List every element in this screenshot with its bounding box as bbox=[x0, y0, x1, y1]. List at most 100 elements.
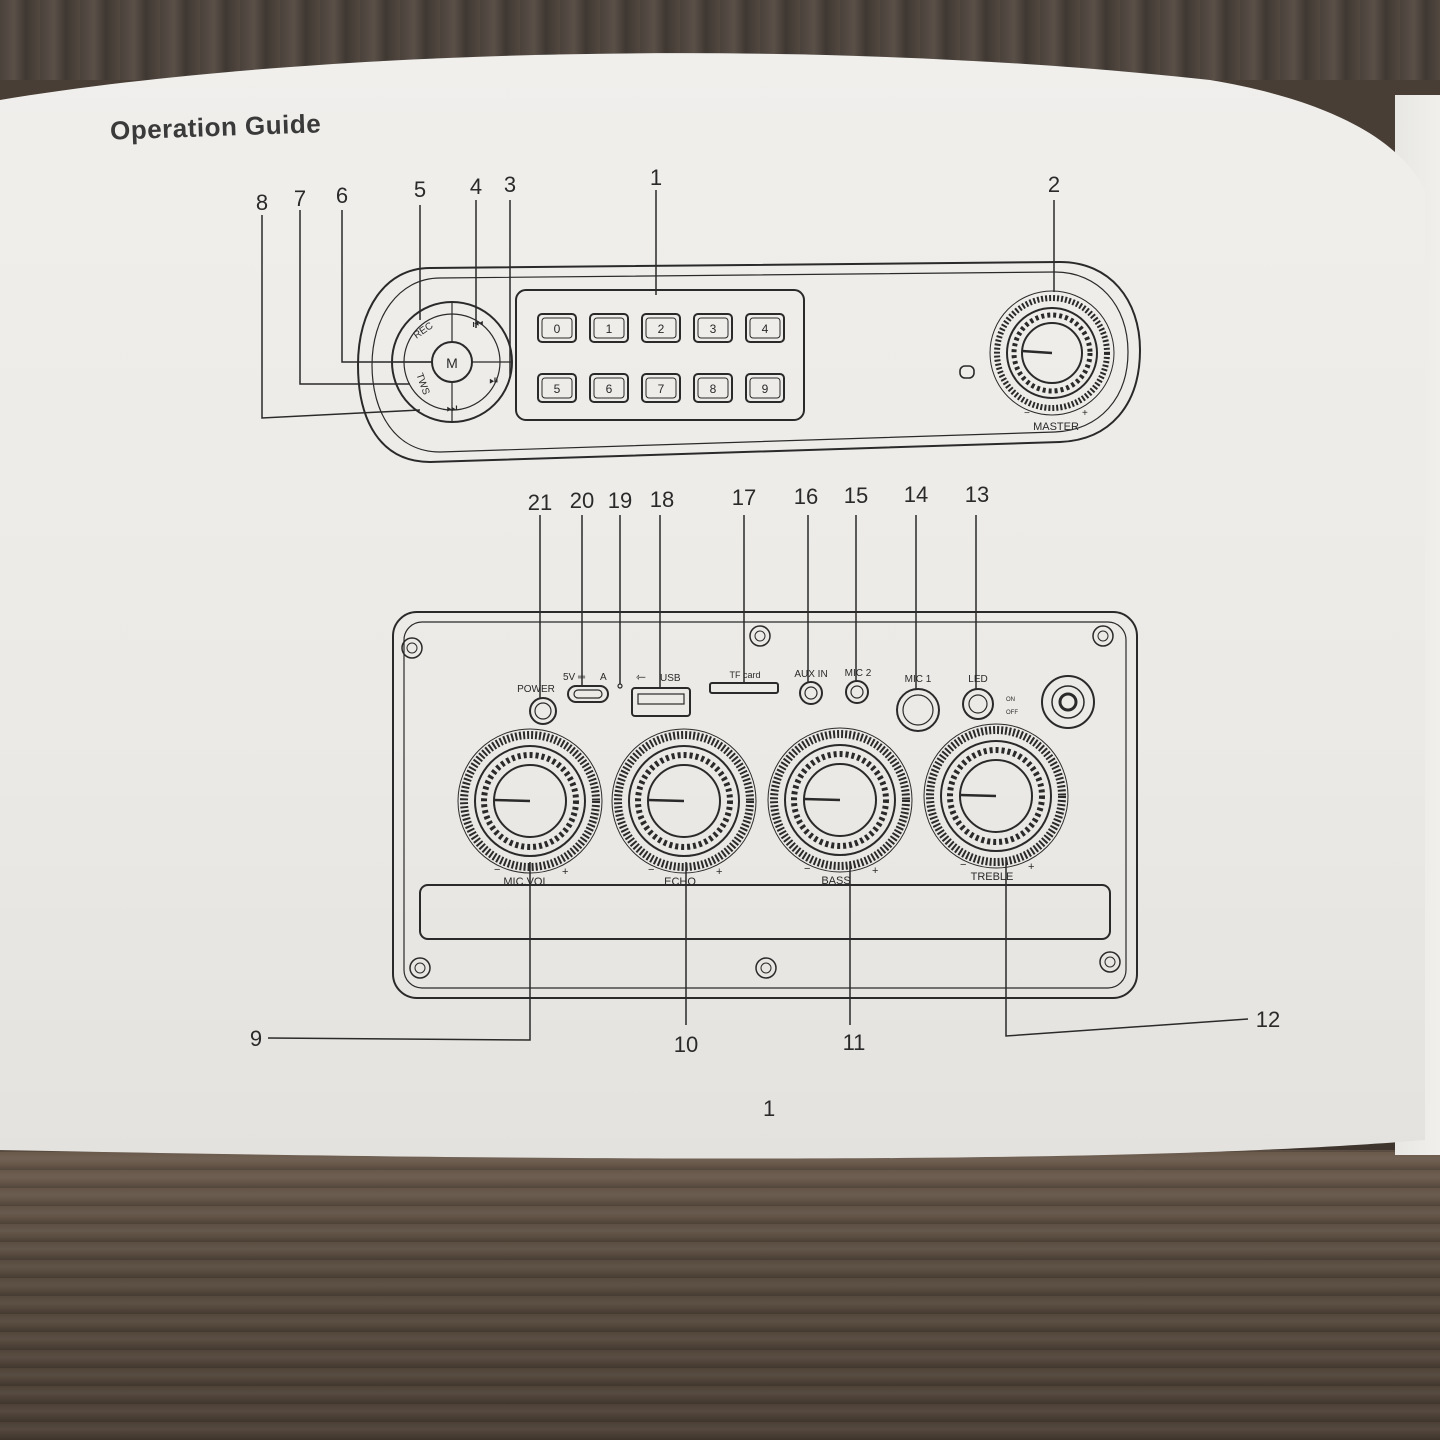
led-label: LED bbox=[968, 674, 987, 685]
number-key-label: 2 bbox=[658, 322, 665, 336]
callout-21: 21 bbox=[528, 490, 552, 515]
screw-icon bbox=[1092, 625, 1114, 647]
dc-label: 5V bbox=[563, 672, 576, 683]
callout-3: 3 bbox=[504, 172, 516, 197]
callout-13: 13 bbox=[965, 482, 989, 507]
aux-in-jack bbox=[799, 681, 823, 705]
callout-14: 14 bbox=[904, 482, 928, 507]
number-key-8 bbox=[693, 373, 733, 403]
callout-6: 6 bbox=[336, 183, 348, 208]
master-minus-label: − bbox=[1024, 408, 1030, 419]
wood-background-bottom bbox=[0, 1150, 1440, 1440]
callout-7: 7 bbox=[294, 186, 306, 211]
number-key-label: 0 bbox=[554, 322, 561, 336]
previous-track-icon: ⏮ bbox=[473, 317, 484, 331]
number-keys-row1: 0 1 2 3 4 bbox=[537, 313, 785, 343]
mic2-label: MIC 2 bbox=[845, 668, 872, 679]
callout-16: 16 bbox=[794, 484, 818, 509]
callout-9: 9 bbox=[250, 1026, 262, 1051]
power-label: POWER bbox=[517, 684, 555, 695]
knob-minus-label: − bbox=[960, 859, 966, 871]
number-key-label: 3 bbox=[710, 322, 717, 336]
screw-icon bbox=[755, 957, 777, 979]
antenna-connector bbox=[1041, 675, 1095, 729]
next-track-icon: ⏭ bbox=[447, 401, 458, 415]
number-keys-row2: 5 6 7 8 9 bbox=[537, 373, 785, 403]
knob-plus-label: + bbox=[1028, 861, 1034, 873]
callout-10: 10 bbox=[674, 1032, 698, 1057]
number-key-4 bbox=[745, 313, 785, 343]
usb-c-port bbox=[567, 685, 609, 703]
usb-label: USB bbox=[660, 673, 681, 684]
callout-12: 12 bbox=[1256, 1007, 1280, 1032]
number-key-5 bbox=[537, 373, 577, 403]
usb-port bbox=[631, 687, 691, 717]
mode-button-label: M bbox=[446, 355, 458, 371]
knob-label: MIC.VOL bbox=[503, 876, 548, 888]
number-key-label: 6 bbox=[606, 382, 613, 396]
tf-card-label: TF card bbox=[729, 670, 760, 680]
top-callout-leaders bbox=[261, 190, 1055, 419]
knob-minus-label: − bbox=[494, 864, 500, 876]
charge-indicator bbox=[617, 683, 623, 689]
led-off-label: OFF bbox=[1006, 710, 1018, 716]
callout-17: 17 bbox=[732, 485, 756, 510]
number-key-2 bbox=[641, 313, 681, 343]
number-key-7 bbox=[641, 373, 681, 403]
screw-icon bbox=[401, 637, 423, 659]
callout-18: 18 bbox=[650, 487, 674, 512]
rear-ports bbox=[529, 675, 1095, 732]
rear-knobs: MIC.VOL−+ECHO−+BASS−+TREBLE−+ bbox=[457, 723, 1069, 888]
callout-2: 2 bbox=[1048, 172, 1060, 197]
number-key-6 bbox=[589, 373, 629, 403]
rec-button-label: REC bbox=[412, 320, 436, 341]
rear-callout-leaders bbox=[267, 515, 1249, 1041]
manual-page bbox=[0, 40, 1430, 1170]
number-key-label: 8 bbox=[710, 382, 717, 396]
callout-19: 19 bbox=[608, 488, 632, 513]
number-key-label: 9 bbox=[762, 382, 769, 396]
screw-icon bbox=[1099, 951, 1121, 973]
callout-11: 11 bbox=[843, 1030, 866, 1055]
callout-1: 1 bbox=[650, 165, 662, 190]
knob-minus-label: − bbox=[804, 863, 810, 875]
master-volume-knob bbox=[989, 290, 1115, 416]
master-knob-label: MASTER bbox=[1033, 421, 1079, 433]
knob-bass bbox=[767, 727, 913, 873]
mic1-label: MIC 1 bbox=[905, 674, 932, 685]
panel-screws bbox=[401, 625, 1121, 979]
rear-panel-frame bbox=[392, 611, 1138, 999]
knob-plus-label: + bbox=[716, 866, 722, 878]
top-control-panel bbox=[356, 260, 1142, 464]
callout-5: 5 bbox=[414, 177, 426, 202]
mic1-jack bbox=[896, 688, 940, 732]
number-key-label: 7 bbox=[658, 382, 665, 396]
status-indicator-light bbox=[959, 365, 975, 379]
number-keypad-frame bbox=[515, 289, 805, 421]
screw-icon bbox=[749, 625, 771, 647]
number-key-label: 1 bbox=[606, 322, 613, 336]
number-key-0 bbox=[537, 313, 577, 343]
page-number: 1 bbox=[763, 1096, 776, 1121]
number-key-9 bbox=[745, 373, 785, 403]
callout-8: 8 bbox=[256, 190, 268, 215]
power-button bbox=[529, 697, 557, 725]
knob-plus-label: + bbox=[872, 865, 878, 877]
knob-treble bbox=[923, 723, 1069, 869]
knob-minus-label: − bbox=[648, 864, 654, 876]
knob-plus-label: + bbox=[562, 866, 568, 878]
number-key-label: 5 bbox=[554, 382, 561, 396]
usb-symbol-icon: ⇽ bbox=[636, 670, 646, 684]
number-key-label: 4 bbox=[762, 322, 769, 336]
tf-card-slot bbox=[709, 682, 779, 694]
callout-4: 4 bbox=[470, 174, 482, 199]
knob-echo bbox=[611, 728, 757, 874]
callout-15: 15 bbox=[844, 483, 868, 508]
mic2-jack bbox=[845, 680, 869, 704]
knob-label: ECHO bbox=[664, 876, 696, 888]
led-switch bbox=[962, 688, 994, 720]
number-key-1 bbox=[589, 313, 629, 343]
led-on-label: ON bbox=[1006, 697, 1015, 703]
